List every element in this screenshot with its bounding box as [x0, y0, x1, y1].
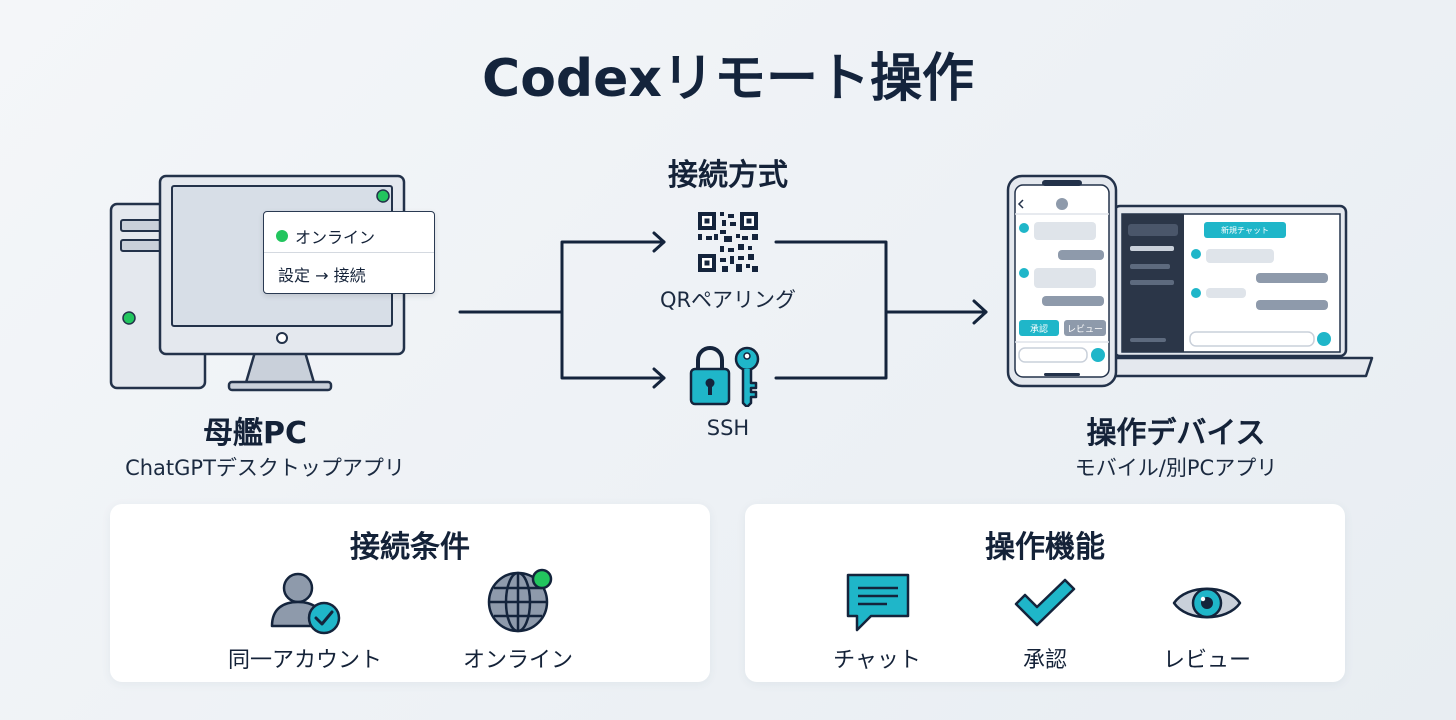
qr-code-icon: [698, 212, 758, 272]
online-status-icon: [276, 230, 288, 242]
popup-action-text: 設定 → 接続: [278, 266, 366, 285]
phone-review-button: レビュー: [1067, 324, 1103, 335]
requirements-card: 接続条件 同一アカウント オンライン: [110, 504, 710, 682]
lock-key-icon: [689, 346, 760, 407]
popup-divider: [264, 252, 434, 253]
host-subtitle: ChatGPTデスクトップアプリ: [125, 456, 405, 480]
features-title: 操作機能: [985, 530, 1105, 565]
eye-icon: [1172, 587, 1242, 619]
features-card: 操作機能 チャット 承認 レビュー: [745, 504, 1345, 682]
devices-illustration: 新規チャット 承認 レビュー: [1006, 174, 1374, 388]
page-title: Codexリモート操作: [482, 49, 974, 109]
user-check-icon: [270, 572, 341, 635]
laptop-new-chat-button: 新規チャット: [1221, 225, 1269, 235]
status-popup: オンライン 設定 → 接続: [263, 211, 435, 294]
requirements-title: 接続条件: [350, 530, 470, 565]
approve-label: 承認: [1022, 648, 1067, 673]
ssh-label: SSH: [706, 416, 750, 440]
connection-title: 接続方式: [668, 158, 788, 193]
popup-status-text: オンライン: [295, 228, 376, 247]
same-account-label: 同一アカウント: [227, 648, 382, 673]
checkmark-icon: [1014, 578, 1076, 627]
globe-online-icon: [487, 568, 553, 633]
device-name: 操作デバイス: [1086, 416, 1266, 451]
qr-pairing-label: QRペアリング: [659, 288, 797, 312]
online-label: オンライン: [462, 648, 573, 673]
flow-connectors: [458, 231, 988, 389]
chat-icon: [846, 573, 910, 632]
device-subtitle: モバイル/別PCアプリ: [1074, 456, 1278, 480]
review-label: レビュー: [1162, 648, 1251, 673]
phone-approve-button: 承認: [1030, 323, 1048, 335]
chat-label: チャット: [833, 648, 921, 673]
host-name: 母艦PC: [202, 416, 307, 451]
